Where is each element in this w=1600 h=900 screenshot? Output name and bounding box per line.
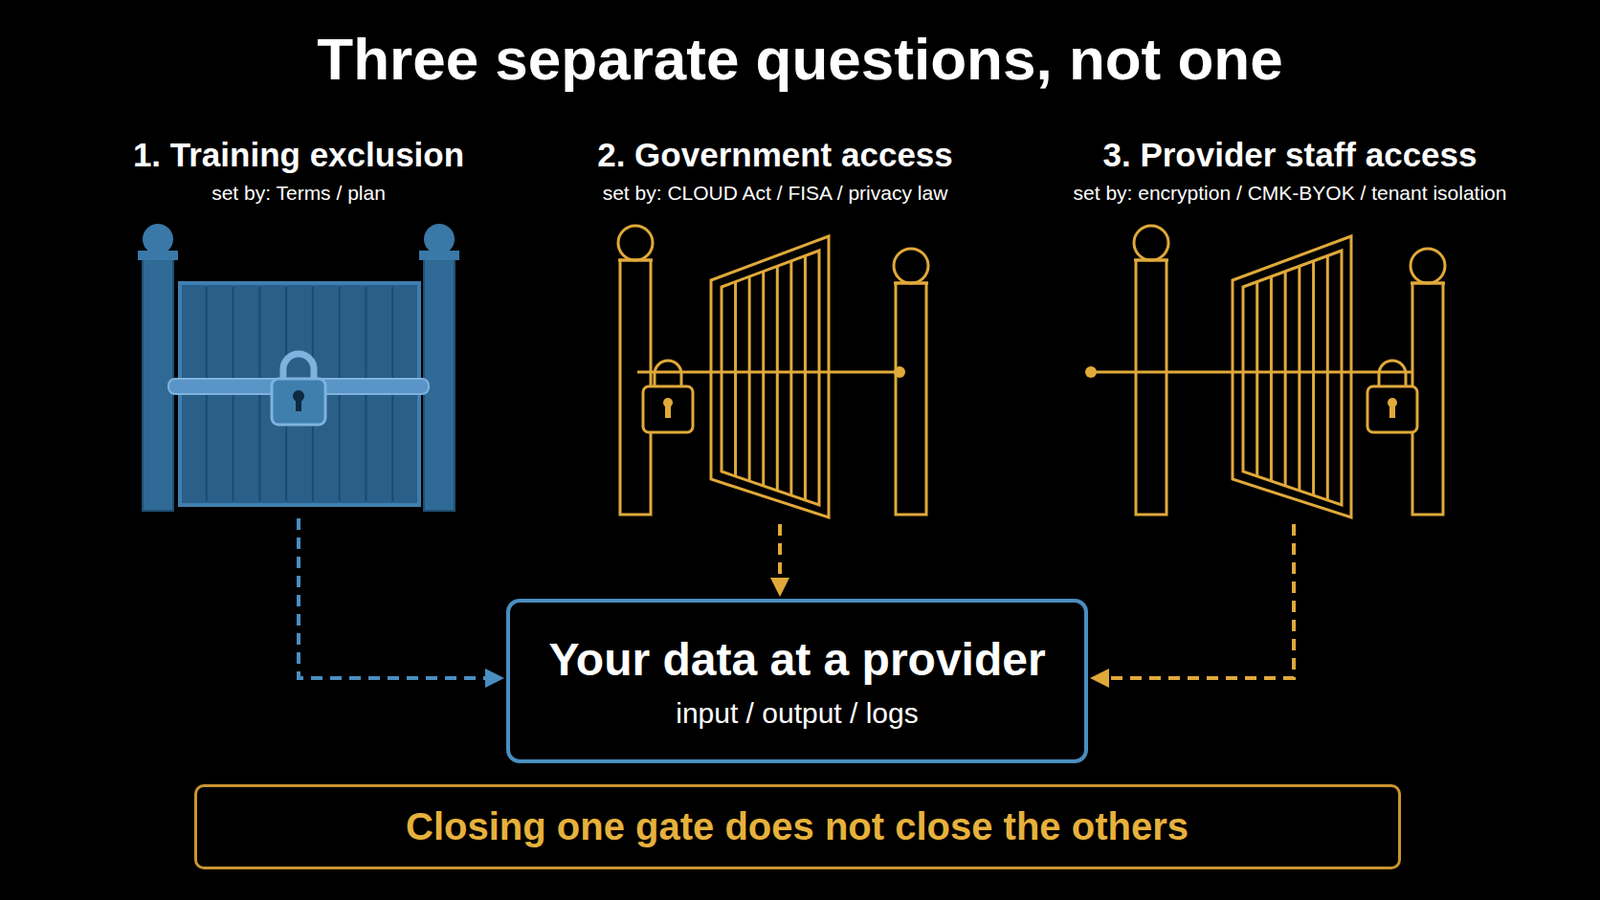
gate-column: 1. Training exclusion set by: Terms / pla… [97,135,500,513]
column-heading: 2. Government access [545,135,1005,175]
column-subtitle: set by: Terms / plan [97,181,500,205]
note-text: Closing one gate does not close the othe… [405,805,1189,849]
column-subtitle: set by: CLOUD Act / FISA / privacy law [545,181,1005,205]
note-box: Closing one gate does not close the othe… [194,784,1401,870]
open-gate [1085,225,1445,518]
diagram-title: Three separate questions, not one [0,24,1600,93]
gate-column: 2. Government access set by: CLOUD Act / … [545,135,1005,519]
dashed-arrow [298,518,501,679]
dashed-arrow [1093,524,1294,679]
closed-gate [137,223,460,512]
column-subtitle: set by: encryption / CMK-BYOK / tenant i… [1031,181,1549,205]
dashed-arrow [777,524,782,594]
data-box: Your data at a provider input / output / … [506,599,1089,764]
box-subtitle: input / output / logs [675,697,919,731]
gate-column: 3. Provider staff access set by: encrypti… [1031,135,1549,519]
box-heading: Your data at a provider [548,633,1045,687]
column-heading: 1. Training exclusion [97,135,500,175]
column-heading: 3. Provider staff access [1031,135,1549,175]
open-gate [618,225,929,518]
